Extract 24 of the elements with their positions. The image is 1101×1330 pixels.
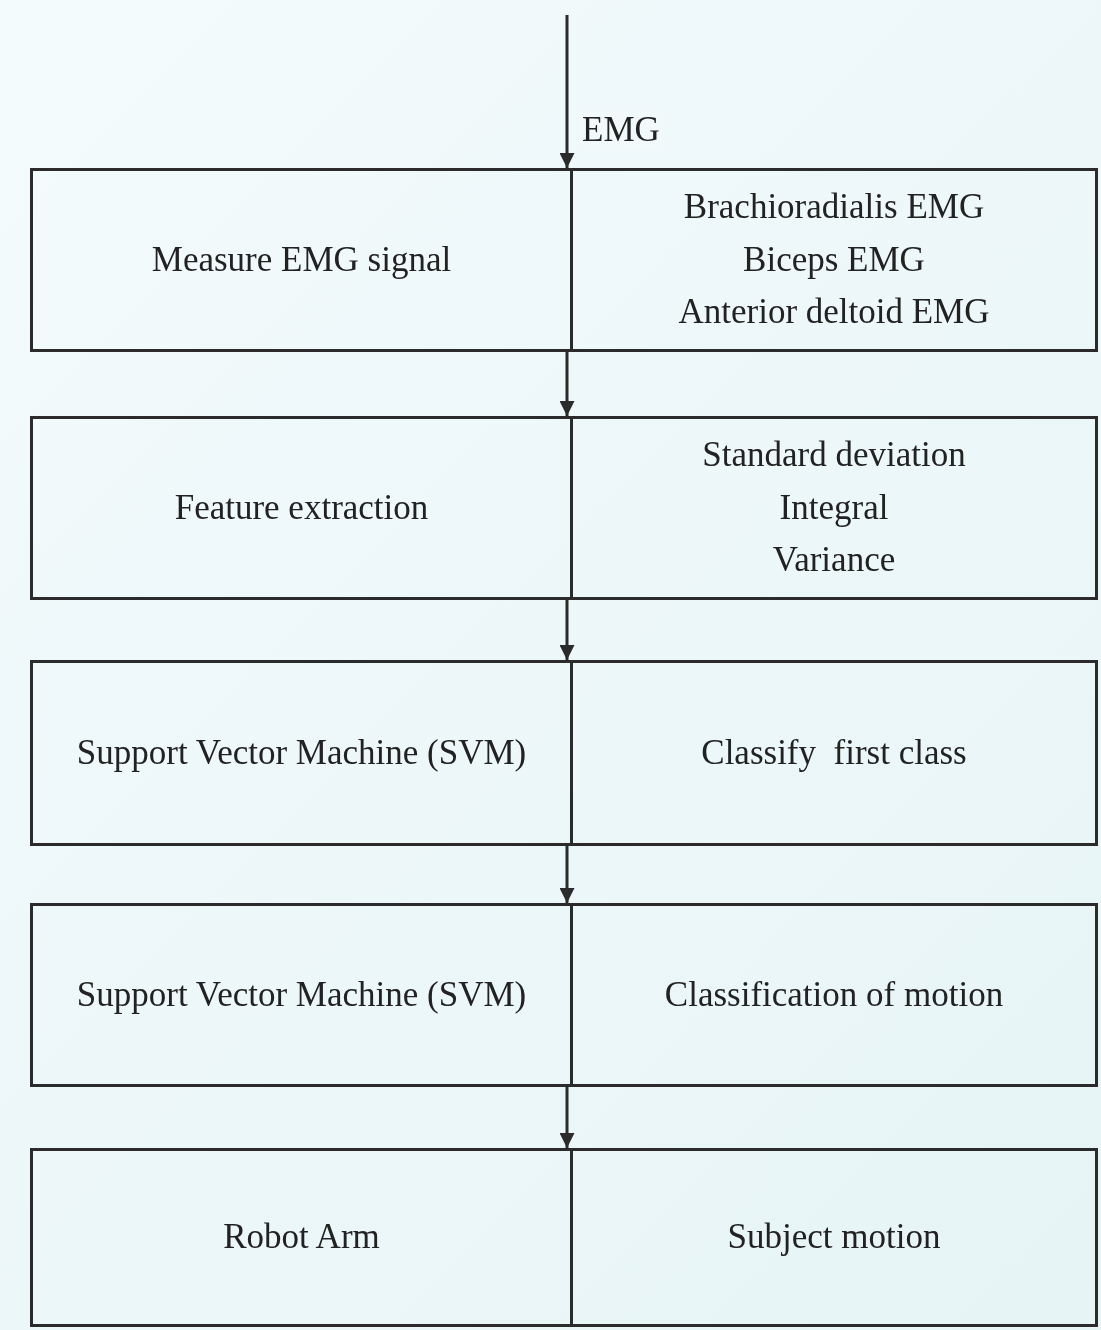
step-label: Measure EMG signal bbox=[151, 238, 452, 281]
step-detail: Subject motion bbox=[727, 1216, 941, 1259]
step-label: Robot Arm bbox=[223, 1216, 380, 1259]
step-detail: Brachioradialis EMG bbox=[683, 186, 985, 229]
step-detail: Anterior deltoid EMG bbox=[678, 291, 990, 334]
process-box bbox=[30, 1148, 1098, 1327]
process-box bbox=[30, 416, 1098, 600]
process-box bbox=[30, 903, 1098, 1087]
step-detail: Biceps EMG bbox=[743, 238, 925, 281]
step-label: Support Vector Machine (SVM) bbox=[76, 973, 527, 1016]
process-box bbox=[30, 168, 1098, 352]
arrow bbox=[559, 846, 575, 903]
process-box bbox=[30, 660, 1098, 846]
step-detail: Variance bbox=[772, 539, 896, 582]
arrow bbox=[559, 1087, 575, 1148]
arrow bbox=[559, 600, 575, 660]
arrow bbox=[559, 15, 575, 168]
step-detail: Integral bbox=[779, 486, 889, 529]
step-label: Support Vector Machine (SVM) bbox=[76, 731, 527, 774]
step-detail: Standard deviation bbox=[702, 434, 966, 477]
step-label: Feature extraction bbox=[174, 486, 429, 529]
arrow bbox=[559, 352, 575, 416]
step-detail: Classification of motion bbox=[664, 973, 1004, 1016]
step-detail: Classify first class bbox=[701, 731, 967, 774]
